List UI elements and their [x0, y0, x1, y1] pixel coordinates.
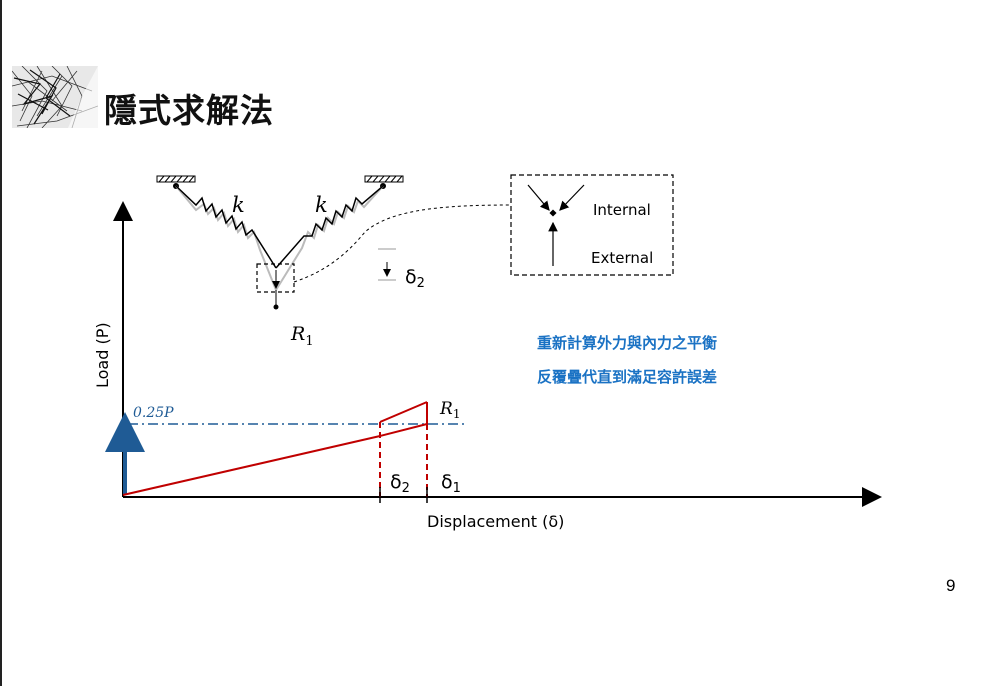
- deformed-spring-right: [275, 185, 384, 291]
- note-iterate-until-tolerance: 反覆疊代直到滿足容許誤差: [537, 368, 718, 386]
- force-inset-box: [510, 174, 674, 276]
- spring-left: [175, 185, 277, 269]
- note-recompute-equilibrium: 重新計算外力與內力之平衡: [537, 334, 718, 352]
- page-number: 9: [946, 576, 956, 595]
- spring-left-label: k: [232, 193, 245, 217]
- deformed-spring-left: [175, 185, 277, 291]
- residual-label-node: R1: [290, 323, 314, 349]
- node-point: [273, 304, 279, 310]
- slide-title: 隱式求解法: [104, 91, 274, 130]
- response-line-upper: [379, 401, 428, 423]
- load-level-label: 0.25P: [133, 405, 174, 421]
- node-detail-box: [256, 263, 295, 293]
- connector-curve: [293, 204, 512, 283]
- inset-external-label: External: [591, 249, 653, 267]
- y-axis-label: Load (P): [93, 322, 112, 388]
- delta2-top-label: δ2: [405, 266, 425, 291]
- spring-right: [275, 185, 384, 269]
- left-support: [156, 175, 196, 189]
- response-line-lower: [379, 423, 428, 437]
- residual-label-graph: R1: [439, 399, 460, 421]
- internal-arrow-right: [559, 184, 585, 211]
- response-line: [122, 435, 381, 496]
- internal-arrow-left: [527, 184, 550, 211]
- delta1-axis-label: δ1: [441, 471, 461, 496]
- x-axis-label: Displacement (δ): [427, 512, 564, 531]
- spring-right-label: k: [315, 193, 328, 217]
- mesh-logo-icon: [12, 66, 98, 128]
- inset-node: [549, 209, 557, 217]
- right-support: [364, 175, 404, 189]
- slide-left-border: [0, 0, 2, 686]
- delta2-axis-label: δ2: [390, 471, 410, 496]
- inset-internal-label: Internal: [593, 201, 651, 219]
